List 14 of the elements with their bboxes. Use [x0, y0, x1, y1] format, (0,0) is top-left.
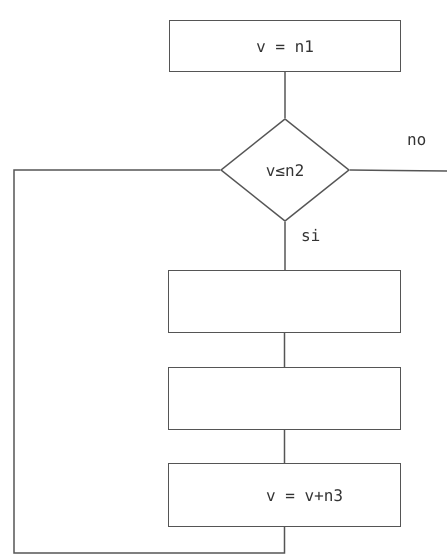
process-box [168, 367, 401, 430]
connector-line [350, 169, 447, 172]
connector-line [284, 430, 286, 463]
connector-line [284, 72, 286, 118]
decision-diamond [220, 118, 350, 222]
connector-line [284, 333, 286, 367]
process-box [169, 20, 401, 72]
process-text: v = v+n3 [266, 486, 344, 504]
process-text: v = n1 [256, 36, 314, 56]
condition-text: v≤n2 [266, 160, 304, 180]
connector-line [284, 222, 286, 270]
process-box [168, 270, 401, 333]
connector-line [13, 169, 286, 554]
process-box [168, 463, 401, 527]
